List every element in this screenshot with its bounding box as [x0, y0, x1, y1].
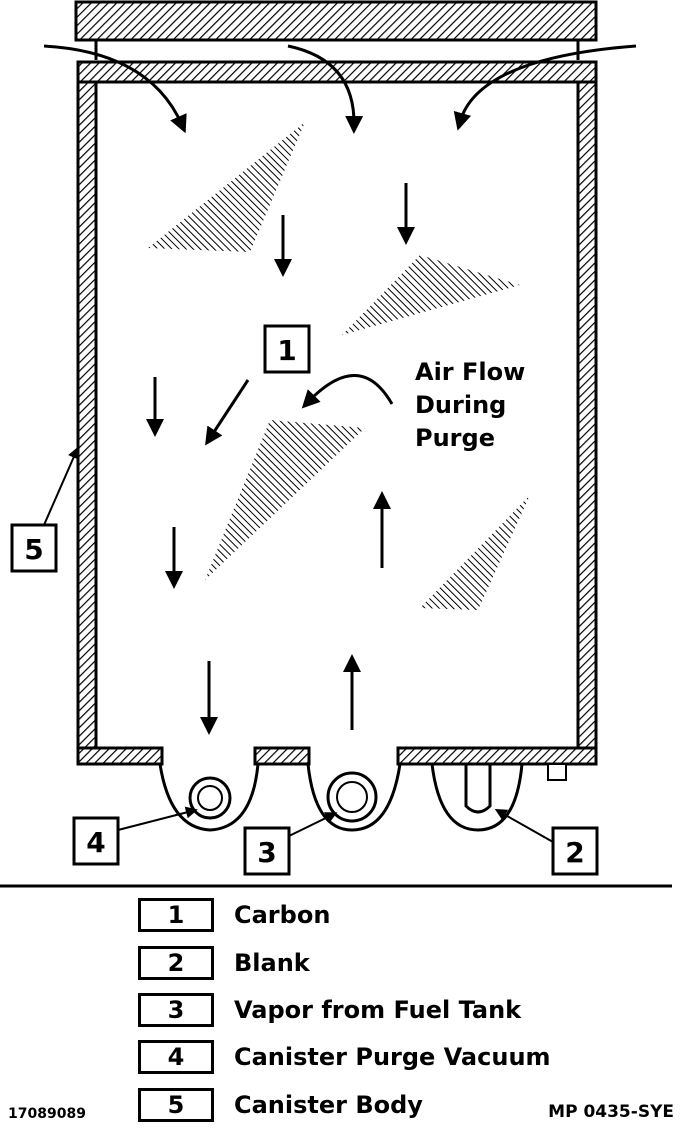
left-wall	[76, 80, 98, 750]
callout-box-5	[10, 523, 58, 573]
leader-3	[288, 812, 338, 837]
carbon-granule	[205, 420, 365, 580]
purge-flow-arrow	[301, 374, 394, 409]
airflow-note-line1: Air Flow	[415, 358, 525, 386]
callout-box-4	[72, 816, 120, 866]
callout-5: 5	[24, 533, 43, 566]
leader-5	[43, 446, 80, 526]
port-4	[158, 763, 260, 832]
legend-label: Canister Purge Vacuum	[234, 1043, 551, 1071]
legend-number: 4	[138, 1040, 214, 1074]
leader-4	[117, 806, 198, 831]
inlet-arrow	[453, 44, 637, 131]
callout-box-3	[243, 826, 291, 876]
legend-number: 2	[138, 946, 214, 980]
inlet-arrow	[43, 44, 187, 134]
legend-item-canister-body: 5 Canister Body	[138, 1086, 423, 1124]
airflow-note-line2: During	[415, 391, 506, 419]
carbon-granule	[148, 122, 305, 252]
callout-1: 1	[277, 334, 296, 367]
legend-label: Blank	[234, 949, 310, 977]
bottom-wall	[76, 746, 164, 766]
callout-box-1	[263, 324, 311, 374]
carbon-granule	[342, 255, 520, 335]
callout-3: 3	[257, 836, 276, 869]
legend-item-blank: 2 Blank	[138, 944, 310, 982]
legend-item-purge-vacuum: 4 Canister Purge Vacuum	[138, 1038, 551, 1076]
port-2	[430, 763, 524, 832]
callout-box-2	[551, 826, 599, 876]
legend-number: 5	[138, 1088, 214, 1122]
legend-label: Canister Body	[234, 1091, 423, 1119]
figure-code-left: 17089089	[8, 1106, 86, 1122]
top-cap	[74, 0, 598, 42]
figure-code-right: MP 0435-SYE	[548, 1102, 674, 1122]
port-3	[306, 763, 402, 832]
legend-label: Carbon	[234, 901, 331, 929]
carbon-granule	[420, 495, 530, 610]
right-wall	[576, 80, 598, 750]
legend-label: Vapor from Fuel Tank	[234, 996, 522, 1024]
legend-number: 1	[138, 898, 214, 932]
legend-number: 3	[138, 993, 214, 1027]
legend-item-carbon: 1 Carbon	[138, 896, 330, 934]
inlet-arrow	[287, 44, 364, 134]
callout-2: 2	[565, 836, 584, 869]
callout-4: 4	[86, 826, 105, 859]
legend-item-vapor: 3 Vapor from Fuel Tank	[138, 991, 521, 1029]
airflow-note-line3: Purge	[415, 424, 495, 452]
leader-2	[494, 809, 554, 843]
flow-arrow-diag	[205, 379, 250, 446]
